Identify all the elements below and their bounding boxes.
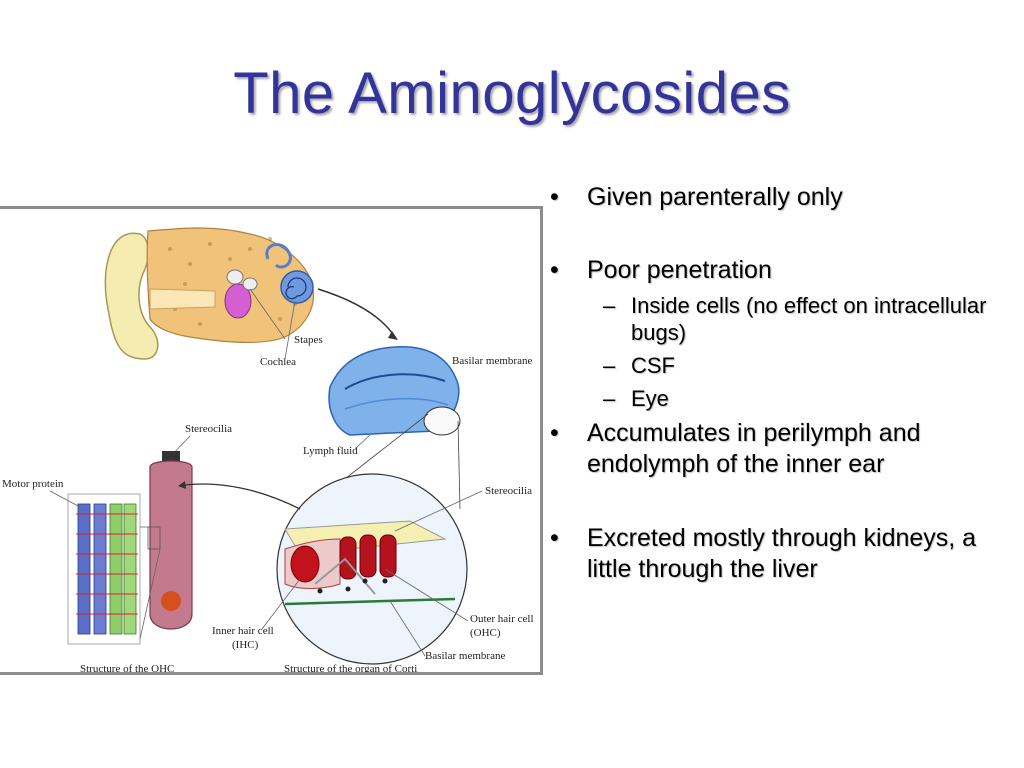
sub-bullet-inside-cells: Inside cells (no effect on intracellular… bbox=[548, 292, 1018, 346]
outer-hair-cells bbox=[339, 534, 397, 580]
sub-bullet-eye: Eye bbox=[548, 385, 1018, 412]
caption-organ-of-corti: Structure of the organ of Corti bbox=[284, 663, 417, 672]
inner-hair-cell-label: Inner hair cell bbox=[212, 625, 274, 637]
motor-protein-lattice bbox=[76, 503, 138, 635]
ear-canal-shape bbox=[149, 288, 216, 310]
cochlea-label: Cochlea bbox=[260, 356, 296, 368]
ossicle-shape-2 bbox=[242, 277, 258, 291]
bullet-poor-penetration: Poor penetration bbox=[548, 255, 1018, 286]
bullet-parenteral: Given parenterally only bbox=[548, 182, 1018, 213]
motor-protein-label: Motor protein bbox=[2, 478, 64, 490]
bullet-excreted: Excreted mostly through kidneys, a littl… bbox=[548, 523, 1018, 585]
ossicle-shape bbox=[226, 269, 244, 285]
semicircular-canals-shape bbox=[265, 243, 292, 269]
inner-ear-diagram: Stapes Cochlea Basilar membrane Lymph fl… bbox=[2, 227, 534, 672]
ohc-label: (OHC) bbox=[470, 627, 501, 639]
stereocilia-right-label: Stereocilia bbox=[485, 485, 532, 497]
bullet-list: Given parenterally only Poor penetration… bbox=[548, 182, 1018, 585]
basilar-membrane-top-label: Basilar membrane bbox=[452, 355, 532, 367]
bullet-accumulates: Accumulates in perilymph and endolymph o… bbox=[548, 418, 1018, 480]
cochlea-shape bbox=[280, 270, 314, 304]
ihc-label: (IHC) bbox=[232, 639, 259, 651]
stapes-label: Stapes bbox=[294, 334, 323, 346]
slide-title: The Aminoglycosides bbox=[233, 61, 791, 126]
outer-hair-cell-label: Outer hair cell bbox=[470, 613, 534, 625]
stereocilia-top-label: Stereocilia bbox=[185, 423, 232, 435]
outer-ear-shape bbox=[104, 232, 159, 360]
sub-bullet-csf: CSF bbox=[548, 352, 1018, 379]
temporal-bone-shape bbox=[146, 227, 314, 344]
basilar-membrane-bottom-label: Basilar membrane bbox=[425, 650, 505, 662]
lymph-fluid-label: Lymph fluid bbox=[303, 445, 358, 457]
caption-ohc: Structure of the OHC bbox=[80, 663, 174, 672]
inner-ear-figure: Stapes Cochlea Basilar membrane Lymph fl… bbox=[0, 206, 543, 675]
cochlea-section-shape bbox=[328, 346, 460, 436]
